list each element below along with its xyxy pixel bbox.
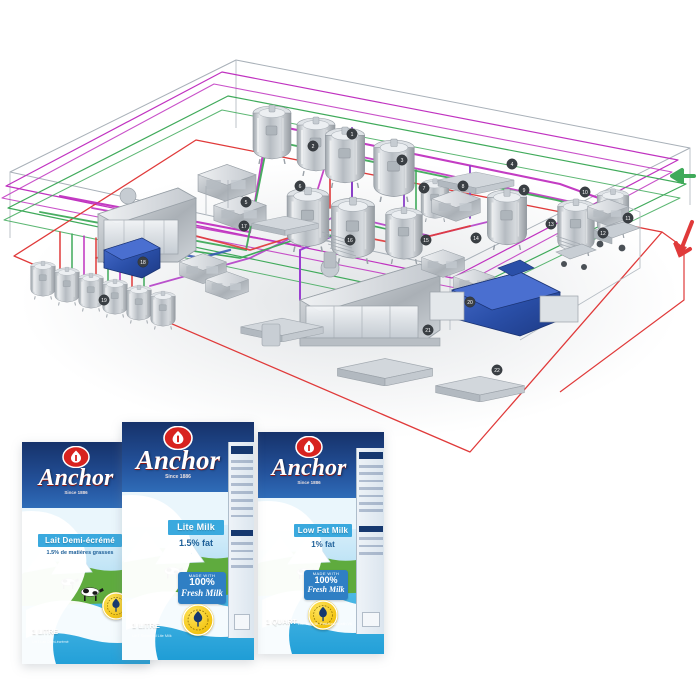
nutrition-panel-right (356, 448, 384, 634)
brand-logo-center: Anchor Since 1886 (128, 426, 228, 480)
volume-label-left: 1 LITRE (32, 629, 59, 636)
volume-sub-right: Low Fat Milk, Pasteurised with Vitamins … (298, 622, 352, 626)
svg-text:19: 19 (101, 298, 107, 304)
svg-text:5: 5 (245, 200, 248, 206)
anchor-drop-icon-center (163, 426, 193, 450)
svg-text:16: 16 (347, 238, 353, 244)
brand-name-left: Anchor (38, 465, 114, 491)
brand-logo-right: Anchor Since 1886 (262, 436, 356, 486)
badge-line-3-center: Fresh Milk (181, 587, 223, 598)
svg-text:17: 17 (241, 224, 247, 230)
svg-text:1: 1 (351, 132, 354, 138)
svg-text:20: 20 (467, 300, 473, 306)
badge-line-3-right: Fresh Milk (307, 584, 345, 594)
svg-text:8: 8 (462, 184, 465, 190)
svg-text:18: 18 (140, 260, 146, 266)
equipment-carts (261, 221, 641, 347)
badge-line-2-center: 100% (189, 577, 215, 589)
badge-line-1-center: MADE WITH (188, 573, 216, 578)
svg-text:9: 9 (523, 188, 526, 194)
svg-text:13: 13 (548, 222, 554, 228)
svg-text:3: 3 (401, 158, 404, 164)
svg-text:12: 12 (600, 231, 606, 237)
variant-fat-center: 1.5% fat (178, 538, 213, 548)
equipment-blue-machine-left (103, 237, 161, 279)
nz-seal-right (308, 600, 338, 630)
nz-seal-icon-center (182, 604, 214, 636)
nz-seal-center (182, 604, 214, 636)
brand-logo-left: Anchor Since 1886 (28, 446, 124, 496)
equipment-processing-unit-left (97, 187, 197, 263)
variant-fat-right: 1% fat (311, 540, 335, 549)
brand-tagline-center: Since 1886 (165, 474, 191, 480)
fresh-milk-badge-right: MADE WITH 100% Fresh Milk (304, 570, 348, 600)
svg-text:11: 11 (625, 216, 630, 222)
volume-sub-left: UHT Lait Demi-écrémé (32, 640, 69, 644)
variant-name-center: Lite Milk (168, 520, 224, 535)
flow-arrow-red (673, 220, 694, 258)
carton-face-center: Anchor Since 1886 Lite Milk 1.5% fat MAD… (122, 422, 254, 660)
fresh-milk-badge-center: MADE WITH 100% Fresh Milk (178, 572, 226, 604)
brand-tagline-right: Since 1886 (297, 480, 321, 485)
flow-arrow-green (670, 168, 696, 184)
svg-text:15: 15 (423, 238, 429, 244)
equipment-blue-wrapper-main (429, 259, 579, 337)
variant-name-right: Low Fat Milk (294, 524, 352, 537)
product-carton-group: Anchor Since 1886 Lait Demi-écrémé 1.5% … (0, 400, 420, 700)
brand-name-right: Anchor (271, 455, 347, 481)
variant-name-left: Lait Demi-écrémé (38, 534, 122, 547)
badge-line-2-right: 100% (314, 575, 338, 586)
svg-text:2: 2 (312, 144, 315, 150)
brand-name-center: Anchor (135, 445, 221, 475)
volume-label-center: 1 LITRE (132, 621, 160, 630)
svg-text:10: 10 (582, 190, 588, 196)
carton-center[interactable]: Anchor Since 1886 Lite Milk 1.5% fat MAD… (122, 422, 254, 660)
variant-fat-left: 1.5% de matières grasses (46, 550, 114, 556)
equipment-filling-machine (299, 251, 441, 347)
brand-tagline-left: Since 1886 (64, 490, 88, 495)
anchor-drop-icon-right (295, 436, 323, 458)
anchor-drop-icon-left (62, 446, 90, 468)
svg-text:6: 6 (299, 184, 302, 190)
carton-right[interactable]: Anchor Since 1886 Low Fat Milk 1% fat MA… (258, 432, 384, 654)
svg-text:4: 4 (511, 162, 514, 168)
nutrition-panel-center (228, 442, 254, 638)
badge-line-1-right: MADE WITH (312, 571, 340, 576)
svg-text:21: 21 (425, 328, 431, 334)
nz-seal-icon-right (308, 600, 338, 630)
svg-text:7: 7 (423, 186, 426, 192)
volume-sub-center: UHT Skimmed Lite Milk (132, 634, 172, 638)
svg-text:14: 14 (473, 236, 479, 242)
svg-text:22: 22 (494, 368, 500, 374)
volume-label-right: 1 QUART (266, 619, 297, 626)
carton-face-right: Anchor Since 1886 Low Fat Milk 1% fat MA… (258, 432, 384, 654)
